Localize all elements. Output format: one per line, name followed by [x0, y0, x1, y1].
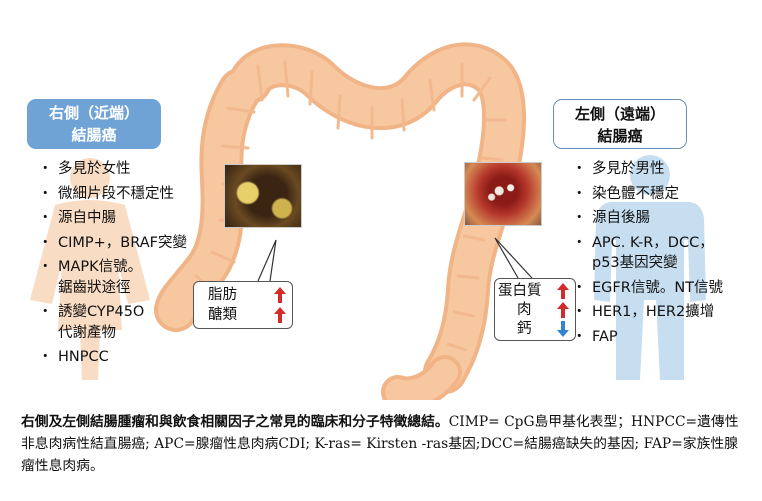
- arrow-up-icon: [557, 283, 569, 299]
- right-colon-endoscopy-photo: [224, 164, 302, 228]
- list-item: CIMP+，BRAF突變: [38, 233, 244, 254]
- arrow-down-icon: [557, 321, 569, 337]
- list-item: 多見於男性: [572, 159, 760, 180]
- list-item: 微細片段不穩定性: [38, 184, 244, 205]
- list-item: HNPCC: [38, 347, 244, 368]
- diet-factor-protein: 蛋白質: [498, 283, 542, 299]
- list-item: 多見於女性: [38, 159, 244, 180]
- right-diet-callout: 脂肪 醣類: [193, 281, 293, 329]
- left-diet-callout: 蛋白質 肉 鈣: [494, 278, 576, 341]
- diet-factor-carbohydrate: 醣類: [208, 307, 237, 323]
- right-colon-title-line2: 結腸癌: [71, 126, 117, 144]
- arrow-up-icon: [274, 287, 286, 303]
- diet-factor-calcium: 鈣: [517, 321, 532, 337]
- right-colon-title-line1: 右側（近端）: [48, 104, 139, 122]
- arrow-up-icon: [557, 302, 569, 318]
- diet-factor-meat: 肉: [517, 302, 532, 318]
- list-item: EGFR信號。NT信號: [572, 278, 760, 299]
- caption-bold: 右側及左側結腸腫瘤和與飲食相關因子之常見的臨床和分子特徵總結。: [21, 414, 449, 430]
- right-colon-features: 多見於女性 微細片段不穩定性 源自中腸 CIMP+，BRAF突變 MAPK信號。…: [38, 159, 244, 372]
- list-item: 染色體不穩定: [572, 184, 760, 205]
- list-item: APC. K-R，DCC，p53基因突變: [572, 233, 760, 274]
- left-colon-features: 多見於男性 染色體不穩定 源自後腸 APC. K-R，DCC，p53基因突變 E…: [572, 159, 760, 351]
- left-colon-title-line2: 結腸癌: [597, 127, 643, 145]
- figure-caption: 右側及左側結腸腫瘤和與飲食相關因子之常見的臨床和分子特徵總結。CIMP= CpG…: [21, 411, 751, 477]
- list-item: 源自後腸: [572, 208, 760, 229]
- diet-factor-fat: 脂肪: [208, 287, 237, 303]
- left-colon-title: 左側（遠端） 結腸癌: [553, 99, 687, 149]
- callout-pointers: [257, 237, 533, 282]
- left-colon-endoscopy-photo: [464, 162, 542, 226]
- arrow-up-icon: [274, 307, 286, 323]
- list-item: 源自中腸: [38, 208, 244, 229]
- list-item: MAPK信號。鋸齒狀途徑: [38, 257, 244, 298]
- list-item: HER1，HER2擴增: [572, 302, 760, 323]
- right-colon-title: 右側（近端） 結腸癌: [27, 99, 161, 149]
- left-colon-title-line1: 左側（遠端）: [574, 105, 665, 123]
- list-item: FAP: [572, 327, 760, 348]
- caption-text: CIMP= CpG島甲基化表型；HNPCC=遺傳性非息肉病性結直腸癌; APC=…: [21, 414, 739, 474]
